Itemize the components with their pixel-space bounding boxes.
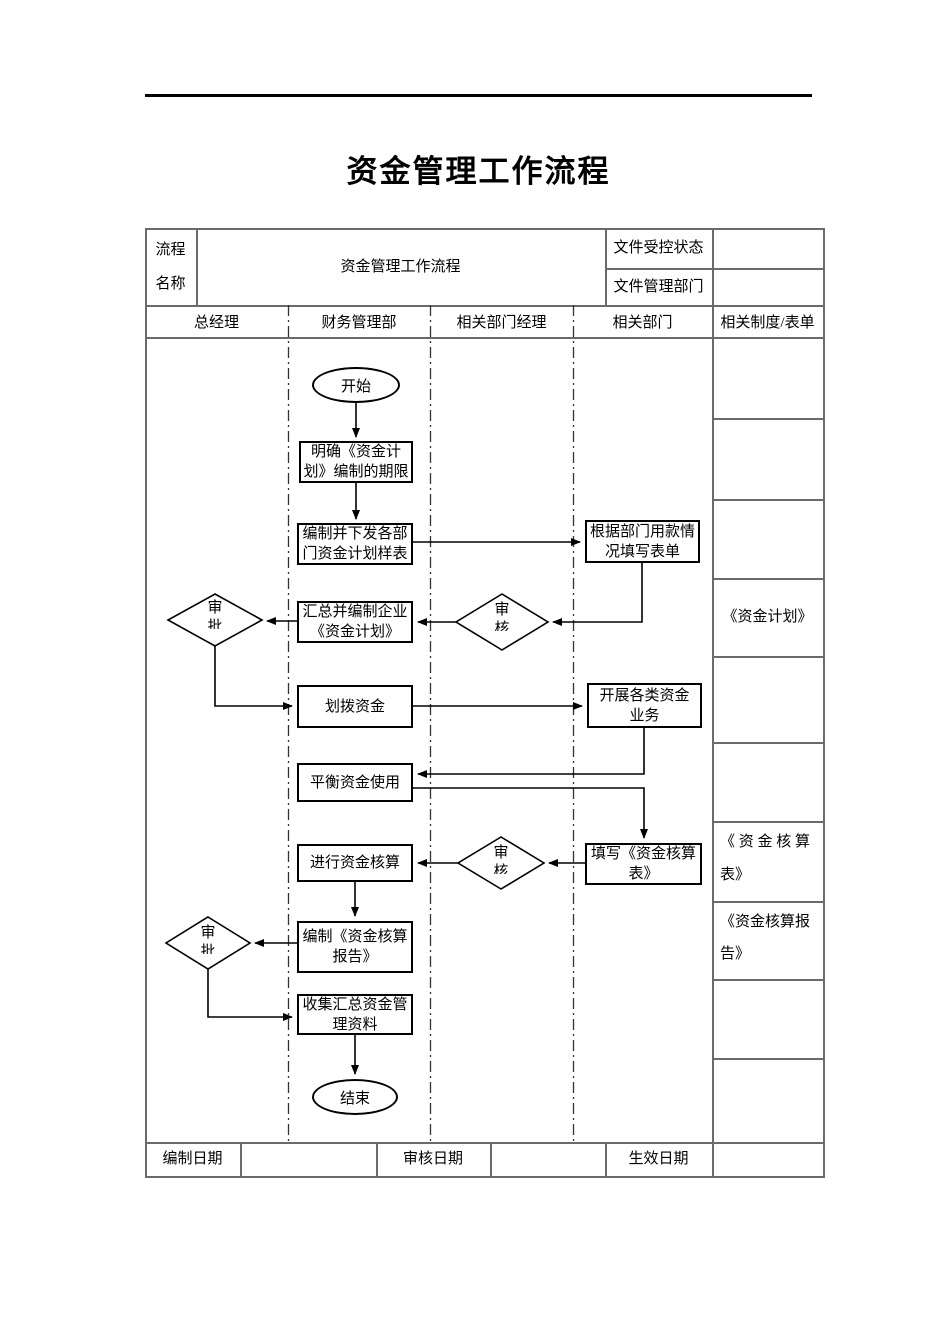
prepared-date-label: 编制日期: [162, 1151, 223, 1167]
forms-cell: [713, 1058, 822, 1142]
process-name-value: 资金管理工作流程: [340, 258, 461, 275]
table-line: [712, 228, 714, 1178]
step-conduct-fund-business: 开展各类资金 业务: [587, 683, 702, 728]
table-line: [145, 305, 823, 307]
decision-label-review2: 审 核: [458, 837, 544, 889]
step-summarize-plan: 汇总并编制企业 《资金计划》: [297, 601, 413, 643]
forms-cell-fund-plan: 《资金计划》: [722, 609, 813, 625]
process-name-label: 流程 名称: [155, 241, 186, 292]
start-node: 开始: [312, 367, 400, 403]
flow-arrow: [417, 728, 645, 778]
document-title: 资金管理工作流程: [346, 154, 611, 189]
table-line: [712, 1058, 823, 1060]
table-line: [712, 821, 823, 823]
table-line: [712, 742, 823, 744]
header-rule: [145, 94, 812, 97]
flow-arrow: [552, 563, 643, 626]
end-node: 结束: [312, 1079, 398, 1115]
forms-cell: [713, 742, 822, 821]
table-line: [712, 418, 823, 420]
table-line: [823, 228, 825, 1178]
table-line: [240, 1142, 242, 1178]
decision-label-approve1: 审 批: [168, 592, 262, 646]
lane-header-general-manager: 总经理: [193, 314, 239, 331]
lane-header-dept-manager: 相关部门经理: [456, 314, 547, 331]
decision-text-clipped: 核: [494, 621, 510, 631]
decision-text-clipped: 批: [207, 619, 223, 629]
decision-text-clipped: 批: [200, 944, 216, 954]
review-date-value: [490, 1142, 605, 1176]
forms-cell: [713, 337, 822, 418]
table-line: [712, 656, 823, 658]
decision-label-review1: 审 核: [456, 594, 548, 650]
table-line: [712, 901, 823, 903]
effective-date-label: 生效日期: [628, 1151, 689, 1167]
decision-label-approve2: 审 批: [166, 917, 250, 969]
table-line: [376, 1142, 378, 1178]
flow-arrow: [413, 787, 648, 839]
lane-header-forms: 相关制度/表单: [720, 314, 815, 331]
decision-text: 审: [200, 925, 216, 941]
lane-header-finance-dept: 财务管理部: [321, 314, 397, 331]
forms-cell: [713, 418, 822, 499]
step-allocate-funds: 划拨资金: [297, 685, 413, 728]
step-balance-fund-use: 平衡资金使用: [297, 763, 413, 802]
table-line: [712, 979, 823, 981]
step-fill-accounting-form: 填写《资金核算 表》: [585, 843, 702, 885]
forms-cell-accounting-form: 《 资 金 核 算 表》: [720, 834, 811, 883]
table-line: [490, 1142, 492, 1178]
decision-text: 审: [493, 845, 509, 861]
table-line: [605, 228, 607, 307]
decision-text: 审: [494, 602, 510, 618]
step-clarify-plan-deadline: 明确《资金计 划》编制的期限: [299, 441, 413, 483]
control-status-value: [712, 228, 823, 268]
step-fill-plan-forms: 根据部门用款情 况填写表单: [585, 520, 700, 563]
step-prepare-accounting-report: 编制《资金核算 报告》: [297, 921, 413, 973]
managing-dept-value: [712, 268, 823, 305]
prepared-date-value: [240, 1142, 376, 1176]
decision-text-clipped: 核: [493, 864, 509, 874]
step-distribute-plan-forms: 编制并下发各部 门资金计划样表: [297, 523, 413, 565]
review-date-label: 审核日期: [402, 1151, 463, 1167]
forms-cell: [713, 979, 822, 1058]
table-line: [145, 228, 823, 230]
step-fund-accounting: 进行资金核算: [297, 844, 413, 882]
table-line: [145, 228, 147, 1178]
table-line: [145, 337, 823, 339]
forms-cell-accounting-report: 《资金核算报 告》: [720, 914, 811, 962]
flow-arrow: [207, 969, 293, 1021]
table-line: [712, 499, 823, 501]
decision-text: 审: [207, 600, 223, 616]
forms-cell: [713, 656, 822, 742]
effective-date-value: [712, 1142, 823, 1176]
table-line: [605, 268, 823, 270]
table-line: [196, 228, 198, 307]
table-line: [145, 1176, 823, 1178]
step-collect-fund-materials: 收集汇总资金管 理资料: [297, 994, 413, 1035]
managing-dept-label: 文件管理部门: [613, 278, 704, 295]
table-line: [145, 1142, 823, 1144]
table-line: [605, 1142, 607, 1178]
control-status-label: 文件受控状态: [613, 240, 704, 256]
forms-cell: [713, 499, 822, 578]
flow-arrow: [214, 646, 293, 710]
table-line: [712, 578, 823, 580]
lane-header-related-dept: 相关部门: [612, 314, 673, 331]
